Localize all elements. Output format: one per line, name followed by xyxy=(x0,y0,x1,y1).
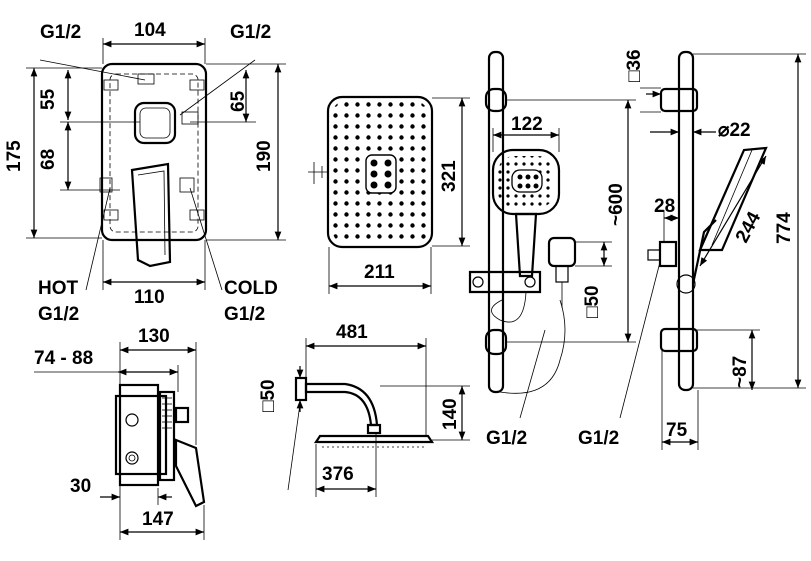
label-mixer-h175: 175 xyxy=(4,140,25,172)
label-box-130: 130 xyxy=(138,326,170,347)
rail-side-outlet xyxy=(658,240,678,268)
rail-side-bar xyxy=(677,50,695,392)
rail-side-view: □36 ⌀22 28 244 774 ~87 G1/2 75 xyxy=(578,49,806,450)
label-arm-140: 140 xyxy=(440,398,461,430)
hand-shower-handle xyxy=(514,212,538,278)
label-bracket-sq36: □36 xyxy=(624,49,645,82)
label-box-30: 30 xyxy=(70,476,91,497)
label-head-321: 321 xyxy=(439,160,460,192)
label-rail-774: 774 xyxy=(774,212,795,244)
arm-wall-flange xyxy=(294,376,308,402)
shower-arm xyxy=(304,382,379,427)
wall-outlet xyxy=(547,236,577,268)
label-rail-28: 28 xyxy=(654,196,675,217)
label-box-74-88: 74 - 88 xyxy=(34,348,93,369)
label-box-147: 147 xyxy=(142,509,174,530)
label-cold: COLD xyxy=(224,278,278,299)
label-cold-thread: G1/2 xyxy=(224,304,265,325)
concealed-box-side-view: 130 74 - 88 30 147 xyxy=(34,326,206,540)
rail-bar xyxy=(487,50,505,394)
mixer-inner-outline xyxy=(109,73,199,233)
mixer-lever-handle xyxy=(130,162,172,268)
label-arm-481: 481 xyxy=(336,322,368,343)
label-outlet-sq50: □50 xyxy=(582,285,603,318)
rail-slider xyxy=(468,270,542,294)
mixer-selector-knob xyxy=(133,101,177,145)
label-hot: HOT xyxy=(38,278,79,299)
label-mixer-h65: 65 xyxy=(228,90,249,112)
mixer-front-view: G1/2 104 G1/2 55 65 175 68 190 HOT G1/2 … xyxy=(4,20,286,325)
label-rail-600: ~600 xyxy=(606,183,627,226)
box-cover xyxy=(158,390,176,482)
label-rail-left-thread: G1/2 xyxy=(486,428,527,449)
label-mixer-top-width: 104 xyxy=(134,20,166,41)
label-rail-87: ~87 xyxy=(730,356,751,388)
mixer-cover-plate xyxy=(100,62,208,242)
rail-side-slider xyxy=(676,274,696,294)
label-rail-d22: ⌀22 xyxy=(718,120,751,141)
label-hand-122: 122 xyxy=(511,114,543,135)
label-mixer-h190: 190 xyxy=(254,140,275,172)
label-arm-376: 376 xyxy=(322,464,354,485)
label-mixer-top-left-thread: G1/2 xyxy=(40,22,81,43)
label-mixer-h68: 68 xyxy=(38,149,59,170)
label-rail-75: 75 xyxy=(666,420,688,441)
label-mixer-top-right-thread: G1/2 xyxy=(230,22,271,43)
box-lever-handle xyxy=(174,438,206,508)
label-arm-sq50: □50 xyxy=(258,379,279,412)
rail-side-bottom-bracket xyxy=(659,327,699,353)
rail-side-top-bracket xyxy=(659,87,699,113)
arm-rain-head xyxy=(313,434,435,444)
box-body xyxy=(118,383,160,487)
label-mixer-bottom-width: 110 xyxy=(134,287,165,308)
rail-front-view: 122 ~600 □50 G1/2 xyxy=(468,50,636,449)
rain-head-top-view: 321 211 xyxy=(308,95,470,294)
shower-hose xyxy=(499,299,566,394)
label-rail-right-thread: G1/2 xyxy=(578,428,619,449)
label-head-211: 211 xyxy=(364,262,395,283)
shower-arm-side-view: 481 □50 140 376 xyxy=(258,322,470,497)
label-hot-thread: G1/2 xyxy=(38,304,79,325)
label-mixer-h55: 55 xyxy=(38,88,59,110)
